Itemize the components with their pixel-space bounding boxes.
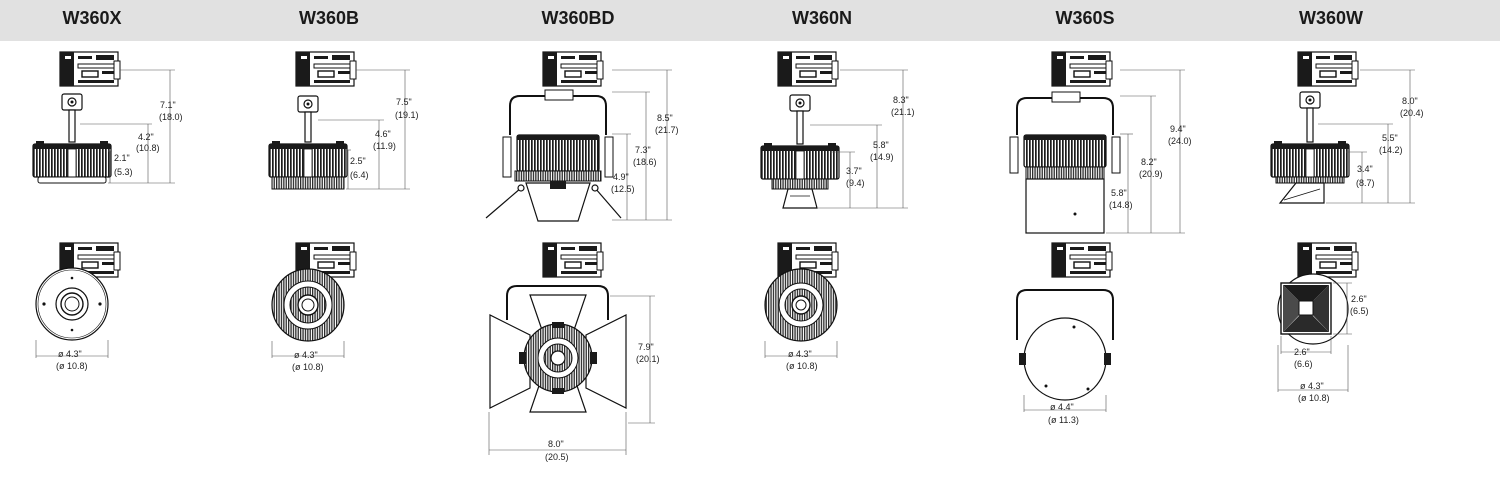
w360s-side-view xyxy=(1009,51,1121,234)
w360b-side-view xyxy=(268,51,357,190)
w360n-front-view xyxy=(764,242,839,342)
w360bd-height-mid-cm: (18.6) xyxy=(633,157,657,167)
w360w-diameter-in: ø 4.3" xyxy=(1300,381,1324,391)
w360w-height-mid-in: 5.5" xyxy=(1382,133,1398,143)
model-title-w360bd: W360BD xyxy=(541,8,615,28)
w360b-height-mid-in: 4.6" xyxy=(375,129,391,139)
w360w-height-mid-cm: (14.2) xyxy=(1379,145,1403,155)
w360s-front-view xyxy=(1016,242,1114,401)
w360s-height-total-in: 9.4" xyxy=(1170,124,1186,134)
w360n-height-head-cm: (9.4) xyxy=(846,178,865,188)
w360s-height-mid-cm: (20.9) xyxy=(1139,169,1163,179)
model-header-bar: W360X W360B W360BD W360N W360S W360W xyxy=(0,0,1500,41)
model-title-w360x: W360X xyxy=(62,8,122,28)
w360x-side-view xyxy=(32,51,121,184)
w360bd-height-head-in: 4.9" xyxy=(613,172,629,182)
w360w-square-width-cm: (6.6) xyxy=(1294,359,1313,369)
w360w-height-head-cm: (8.7) xyxy=(1356,178,1375,188)
w360n-height-total-cm: (21.1) xyxy=(891,107,915,117)
w360n-height-head-in: 3.7" xyxy=(846,166,862,176)
w360w-height-total-cm: (20.4) xyxy=(1400,108,1424,118)
w360s-height-head-in: 5.8" xyxy=(1111,188,1127,198)
w360b-height-total-cm: (19.1) xyxy=(395,110,419,120)
w360b-front-view xyxy=(271,242,357,342)
w360w-square-height-in: 2.6" xyxy=(1351,294,1367,304)
w360x-height-total-in: 7.1" xyxy=(160,100,176,110)
model-title-w360w: W360W xyxy=(1298,8,1363,28)
w360x-diameter-cm: (ø 10.8) xyxy=(56,361,88,371)
w360w-diameter-cm: (ø 10.8) xyxy=(1298,393,1330,403)
w360x-height-mid-in: 4.2" xyxy=(138,132,154,142)
w360w-height-head-in: 3.4" xyxy=(1357,164,1373,174)
w360w-square-width-in: 2.6" xyxy=(1294,347,1310,357)
w360w-square-height-cm: (6.5) xyxy=(1350,306,1369,316)
w360bd-height-mid-in: 7.3" xyxy=(635,145,651,155)
w360n-height-mid-in: 5.8" xyxy=(873,140,889,150)
w360x-dimension-lines xyxy=(80,69,175,184)
w360x-height-head-in: 2.1" xyxy=(114,153,130,163)
w360x-height-total-cm: (18.0) xyxy=(159,112,183,122)
w360n-height-mid-cm: (14.9) xyxy=(870,152,894,162)
w360x-height-mid-cm: (10.8) xyxy=(136,143,160,153)
w360bd-front-view xyxy=(489,242,627,413)
w360n-diameter-in: ø 4.3" xyxy=(788,349,812,359)
model-title-w360b: W360B xyxy=(298,8,360,28)
w360bd-height-head-cm: (12.5) xyxy=(611,184,635,194)
w360x-diameter-in: ø 4.3" xyxy=(58,349,82,359)
w360b-height-head-cm: (6.4) xyxy=(350,170,369,180)
w360bd-front-width-in: 8.0" xyxy=(548,439,564,449)
w360bd-height-total-cm: (21.7) xyxy=(655,125,679,135)
w360s-diameter-cm: (ø 11.3) xyxy=(1048,415,1079,425)
model-title-w360s: W360S xyxy=(1055,8,1115,28)
w360bd-front-height-cm: (20.1) xyxy=(636,354,660,364)
w360b-height-mid-cm: (11.9) xyxy=(373,141,396,151)
w360s-height-mid-in: 8.2" xyxy=(1141,157,1157,167)
w360bd-side-view xyxy=(485,51,622,222)
w360x-height-head-cm: (5.3) xyxy=(114,167,133,177)
w360n-diameter-cm: (ø 10.8) xyxy=(786,361,818,371)
w360bd-height-total-in: 8.5" xyxy=(657,113,673,123)
w360b-diameter-cm: (ø 10.8) xyxy=(292,362,324,372)
w360w-side-view xyxy=(1270,51,1359,204)
w360n-height-total-in: 8.3" xyxy=(893,95,909,105)
w360s-height-head-cm: (14.8) xyxy=(1109,200,1133,210)
w360s-height-total-cm: (24.0) xyxy=(1168,136,1192,146)
w360b-diameter-in: ø 4.3" xyxy=(294,350,318,360)
w360bd-front-height-in: 7.9" xyxy=(638,342,654,352)
w360w-height-total-in: 8.0" xyxy=(1402,96,1418,106)
w360n-side-view xyxy=(760,51,840,209)
model-title-w360n: W360N xyxy=(791,8,853,28)
w360s-diameter-in: ø 4.4" xyxy=(1050,402,1074,412)
w360b-height-total-in: 7.5" xyxy=(396,97,412,107)
w360x-front-view xyxy=(35,242,121,341)
w360bd-front-width-cm: (20.5) xyxy=(545,452,569,462)
w360w-front-view xyxy=(1277,242,1359,345)
w360b-height-head-in: 2.5" xyxy=(350,156,366,166)
